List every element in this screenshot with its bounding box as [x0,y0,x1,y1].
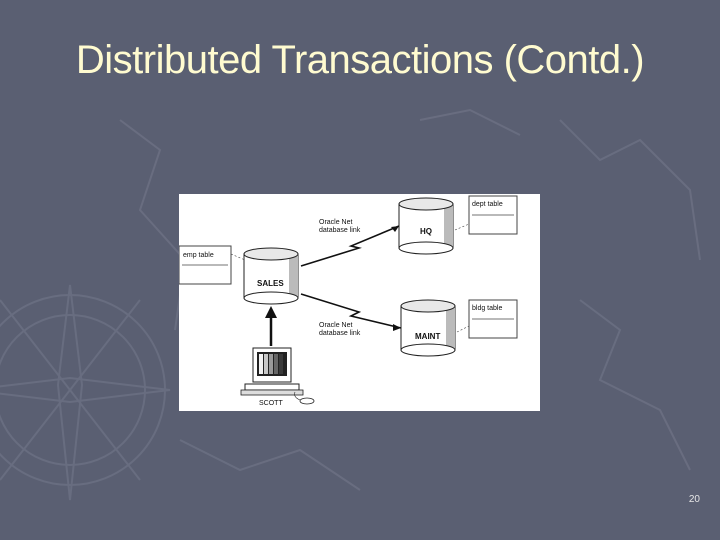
upper-link-label-line2: database link [319,227,361,234]
bldg-table-label: bldg table [472,305,502,312]
mouse-icon [294,391,315,405]
upper-link-label-line1: Oracle Net [319,219,353,226]
upper-lightning-link-icon [300,225,400,267]
lower-link-label-line2: database link [319,330,361,337]
hq-database-cylinder [398,197,454,255]
client-scott-label: SCOTT [259,400,283,407]
sales-database-cylinder [243,247,299,305]
hq-label: HQ [420,227,432,236]
emp-table-label: emp table [183,252,214,259]
page-number: 20 [688,494,700,505]
slide-title: Distributed Transactions (Contd.) [75,38,645,82]
dept-table-box [454,195,518,235]
lower-lightning-link-icon [300,293,402,331]
lower-link-label-line1: Oracle Net [319,322,353,329]
maint-database-cylinder [400,299,456,357]
sales-label: SALES [257,279,284,288]
distributed-database-diagram: SALES HQ MAINT emp table [179,194,540,411]
client-to-sales-arrow [265,306,277,346]
terminal-icon [240,347,304,396]
bldg-table-box [456,299,518,339]
emp-table-box [179,245,246,285]
maint-label: MAINT [415,332,440,341]
dept-table-label: dept table [472,201,503,208]
